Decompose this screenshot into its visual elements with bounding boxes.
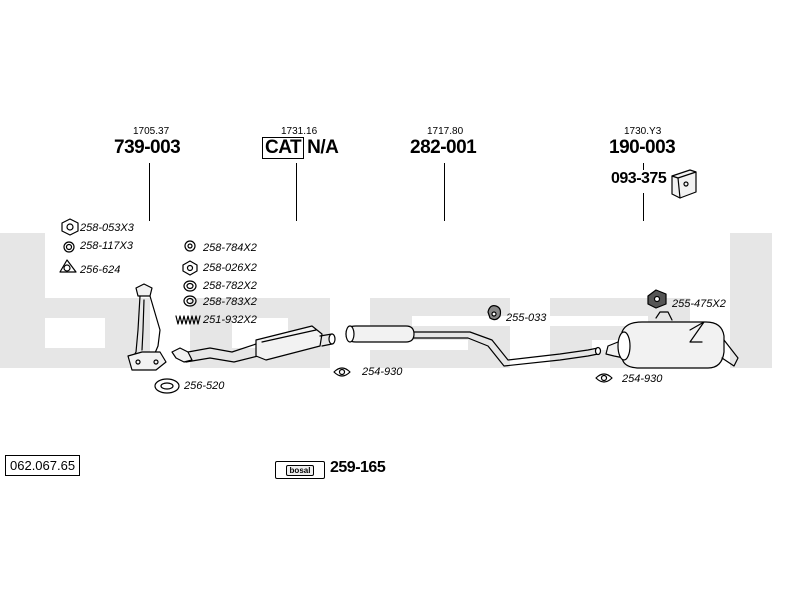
- spring-washer-icon-2: [183, 295, 197, 307]
- part-number-190-003[interactable]: 190-003: [609, 137, 676, 158]
- label-251-932x2[interactable]: 251-932X2: [203, 314, 257, 326]
- label-256-624[interactable]: 256-624: [80, 264, 121, 276]
- label-258-783x2[interactable]: 258-783X2: [203, 296, 257, 308]
- part-number-282-001[interactable]: 282-001: [410, 137, 477, 158]
- label-255-033[interactable]: 255-033: [506, 312, 547, 324]
- bosal-logo-text: bosal: [285, 464, 315, 476]
- cat-group: CAT N/A: [262, 137, 339, 159]
- clamp-254-930-b: [595, 373, 613, 383]
- label-254-930-b[interactable]: 254-930: [622, 373, 663, 385]
- nut-small-icon: [182, 260, 198, 276]
- leader-line-4b: [643, 193, 644, 221]
- label-254-930-a[interactable]: 254-930: [362, 366, 403, 378]
- rear-silencer-part: [605, 311, 739, 369]
- leader-line-2: [296, 163, 297, 221]
- nut-icon: [61, 218, 79, 236]
- label-258-053x3[interactable]: 258-053X3: [80, 222, 134, 234]
- label-258-784x2[interactable]: 258-784X2: [203, 242, 257, 254]
- label-258-026x2[interactable]: 258-026X2: [203, 262, 257, 274]
- part-number-259-165[interactable]: 259-165: [330, 459, 386, 476]
- part-number-na[interactable]: N/A: [307, 137, 339, 158]
- leader-line-3: [444, 163, 445, 221]
- bracket-093-375: [671, 169, 697, 199]
- ref-number-1: 1705.37: [133, 126, 170, 137]
- ref-number-2: 1731.16: [281, 126, 318, 137]
- spring-icon: [175, 315, 201, 325]
- ref-number-4: 1730.Y3: [624, 126, 662, 137]
- clamp-254-930-a: [333, 367, 351, 377]
- gasket-triangle-icon: [59, 259, 77, 273]
- middle-silencer-part: [345, 325, 602, 367]
- leader-line-1: [149, 163, 150, 221]
- bosal-logo-badge: bosal: [275, 461, 325, 479]
- hanger-255-033: [487, 305, 502, 321]
- washer-small-icon: [184, 240, 196, 252]
- ref-number-3: 1717.80: [427, 126, 464, 137]
- label-258-117x3[interactable]: 258-117X3: [80, 240, 134, 252]
- part-number-093-375[interactable]: 093-375: [611, 170, 667, 187]
- catalyst-part: [171, 325, 336, 363]
- front-pipe-part: [127, 283, 167, 371]
- gasket-256-520: [154, 378, 180, 394]
- label-258-782x2[interactable]: 258-782X2: [203, 280, 257, 292]
- part-number-739-003[interactable]: 739-003: [114, 137, 181, 158]
- spring-washer-icon: [183, 280, 197, 292]
- label-255-475x2[interactable]: 255-475X2: [672, 298, 726, 310]
- label-256-520[interactable]: 256-520: [184, 380, 225, 392]
- catalog-code: 062.067.65: [5, 455, 81, 476]
- washer-icon: [63, 241, 75, 253]
- hanger-255-475: [647, 289, 667, 309]
- cat-label[interactable]: CAT: [262, 137, 305, 159]
- leader-line-4: [643, 163, 644, 170]
